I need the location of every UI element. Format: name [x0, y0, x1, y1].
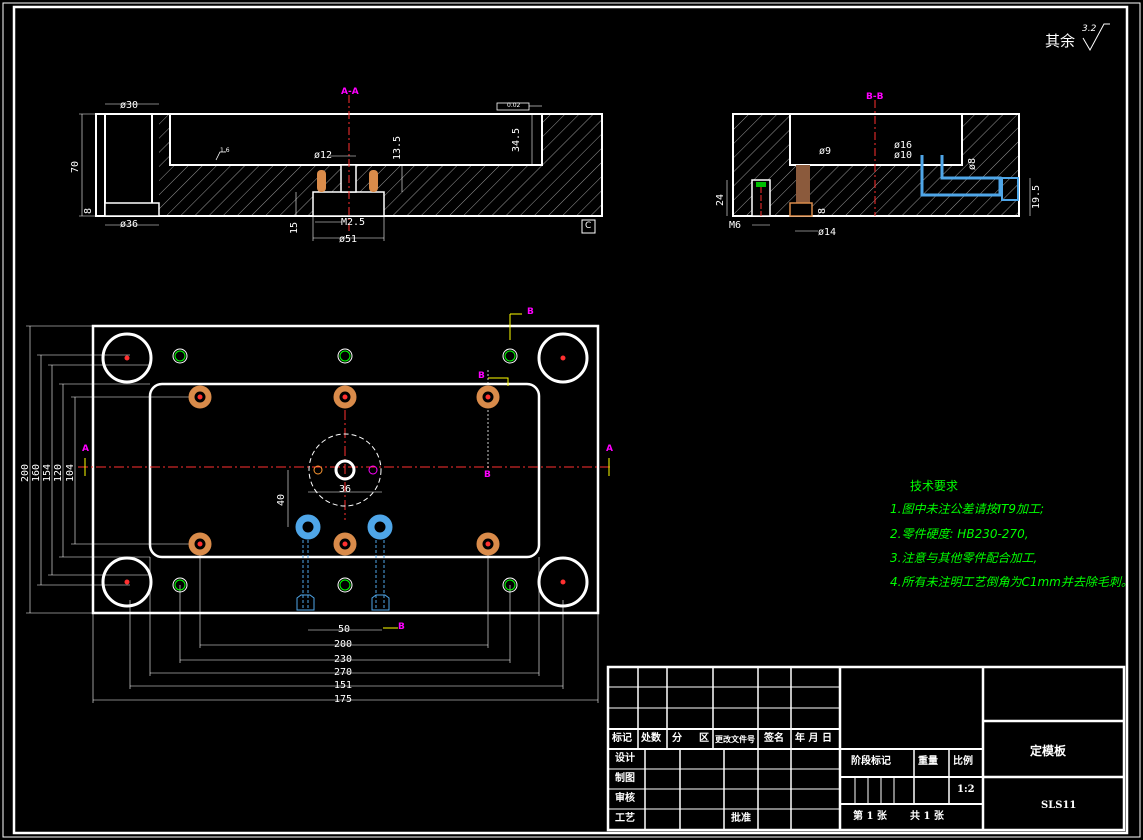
- section-mark-b-bottom: B: [398, 622, 405, 632]
- dim-b-h24: 24: [715, 193, 726, 206]
- inner-border: [12, 5, 1129, 835]
- section-mark-b-top: B: [527, 307, 534, 317]
- tb-stage-mark: 阶段标记: [851, 756, 891, 767]
- dim-v-154: 154: [42, 463, 53, 482]
- small-hole: [172, 577, 188, 593]
- tb-sheet-total: 共 1 张: [910, 811, 944, 822]
- small-hole: [337, 577, 353, 593]
- dim-15: 15: [289, 221, 300, 234]
- tech-req-item-2: 2.零件硬度: HB230-270,: [890, 527, 1029, 541]
- tb-sign: 签名: [764, 733, 784, 744]
- dim-h-175: 175: [334, 694, 353, 705]
- guide-pillar-hole: [537, 332, 589, 384]
- tech-req-title: 技术要求: [910, 479, 959, 493]
- tb-draft: 制图: [615, 773, 635, 784]
- section-aa-view: [79, 95, 603, 241]
- dim-d30: ø30: [120, 100, 139, 111]
- tb-ratio-value: 1:2: [957, 784, 975, 795]
- tech-req-item-3: 3.注意与其他零件配合加工,: [890, 551, 1038, 565]
- section-bb-view: [726, 100, 1031, 232]
- tb-sheet-no: 第 1 张: [853, 811, 887, 822]
- dim-h-50: 50: [338, 624, 351, 635]
- dim-v-40: 40: [276, 493, 287, 506]
- tb-process: 工艺: [615, 813, 635, 824]
- tb-drawing-code: SLS11: [1041, 800, 1077, 811]
- dim-b-d8: ø8: [967, 157, 978, 170]
- dim-b-d10: ø10: [894, 150, 913, 161]
- plan-view: [26, 313, 612, 703]
- dim-b-m6: M6: [729, 220, 742, 231]
- tb-ratio-label: 比例: [953, 756, 973, 767]
- section-mark-a-left: A: [82, 444, 89, 454]
- small-hole: [502, 348, 518, 364]
- dim-v-160: 160: [31, 463, 42, 482]
- section-mark-a-right: A: [606, 444, 613, 454]
- tb-review: 审核: [615, 793, 635, 804]
- dim-m2-5: M2.5: [341, 217, 366, 228]
- section-aa-title: A-A: [341, 87, 359, 97]
- section-bb-title: B-B: [866, 92, 884, 102]
- guide-pillar-hole: [537, 556, 589, 608]
- tech-req-item-1: 1.图中未注公差请按IT9加工;: [890, 502, 1044, 516]
- dim-v-104: 104: [65, 463, 76, 482]
- tech-req-item-4: 4.所有未注明工艺倒角为C1mm并去除毛刺。: [890, 575, 1133, 589]
- dim-h70: 70: [70, 160, 81, 173]
- dim-h-151: 151: [334, 680, 353, 691]
- small-hole: [172, 348, 188, 364]
- small-hole: [337, 348, 353, 364]
- tb-qu: 区: [699, 733, 709, 744]
- dim-h-200: 200: [334, 639, 353, 650]
- guide-pillar-hole: [101, 332, 153, 384]
- roughness-value: 3.2: [1082, 24, 1097, 34]
- dim-b-d16: ø16: [894, 140, 913, 151]
- dim-b-h19-5: 19.5: [1031, 184, 1042, 209]
- tb-mark: 标记: [612, 733, 632, 744]
- section-mark-b-center: B: [484, 470, 491, 480]
- dim-h-230: 230: [334, 654, 353, 665]
- frame-tolerance: 0.02: [507, 102, 521, 109]
- roughness-symbol: [1082, 23, 1110, 52]
- tb-design: 设计: [615, 753, 635, 764]
- tb-part-name: 定模板: [1030, 744, 1067, 758]
- dim-b-h8: 8: [817, 207, 828, 214]
- title-block: [606, 665, 1126, 832]
- dim-34-5: 34.5: [511, 127, 522, 152]
- roughness-label: 其余: [1045, 32, 1076, 50]
- tb-change-doc: 更改文件号: [715, 734, 755, 744]
- dim-d36: ø36: [120, 219, 139, 230]
- tb-date: 年 月 日: [795, 733, 832, 744]
- tb-fen: 分: [672, 733, 682, 744]
- dim-d12: ø12: [314, 150, 333, 161]
- tb-weight: 重量: [918, 756, 938, 767]
- dim-b-d14: ø14: [818, 227, 837, 238]
- dim-h8: 8: [83, 207, 94, 214]
- dim-v-120: 120: [53, 463, 64, 482]
- dim-36: 36: [339, 484, 352, 495]
- surface-rough-1-6: 1.6: [220, 147, 230, 154]
- tb-approve: 批准: [731, 813, 751, 824]
- dim-v-200: 200: [20, 463, 31, 482]
- dim-d51: ø51: [339, 234, 358, 245]
- section-mark-b-mid: B: [478, 371, 485, 381]
- dim-b-d9: ø9: [819, 146, 832, 157]
- small-hole: [502, 577, 518, 593]
- datum-c: C: [585, 221, 592, 231]
- tb-count: 处数: [641, 733, 661, 744]
- guide-pillar-hole: [101, 556, 153, 608]
- dim-13-5: 13.5: [392, 135, 403, 160]
- dim-h-270: 270: [334, 667, 353, 678]
